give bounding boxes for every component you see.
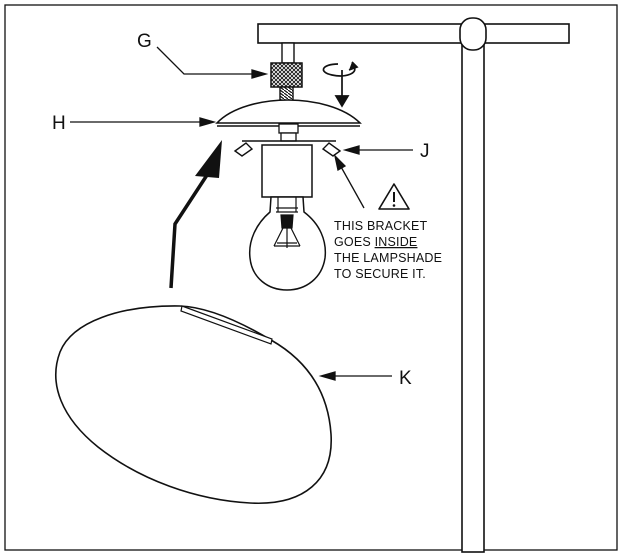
lift-arrow (169, 140, 222, 289)
warning-line-2-prefix: GOES (334, 235, 375, 249)
harp-bracket (233, 140, 342, 157)
warning-triangle-icon (378, 183, 410, 210)
rotation-arrow-icon (322, 61, 359, 108)
canopy-plate (215, 99, 362, 124)
label-j: J (420, 141, 430, 162)
warning-emphasis: INSIDE (375, 235, 418, 249)
lampshade (55, 305, 332, 504)
warning-line-4: TO SECURE IT. (334, 267, 426, 281)
leader-lines (70, 46, 413, 381)
lampshade-seam (180, 305, 273, 345)
finial-nut (270, 62, 303, 88)
label-g: G (137, 31, 152, 52)
label-k: K (399, 368, 412, 389)
warning-line-2: GOES INSIDE (334, 235, 417, 249)
diagram-frame (4, 4, 618, 551)
lamp-rod (281, 42, 295, 64)
warning-line-1: THIS BRACKET (334, 219, 428, 233)
lamp-socket (261, 144, 313, 198)
lamp-stand (257, 17, 570, 553)
label-h: H (52, 113, 66, 134)
bulb-filament (273, 197, 301, 248)
warning-line-3: THE LAMPSHADE (334, 251, 442, 265)
